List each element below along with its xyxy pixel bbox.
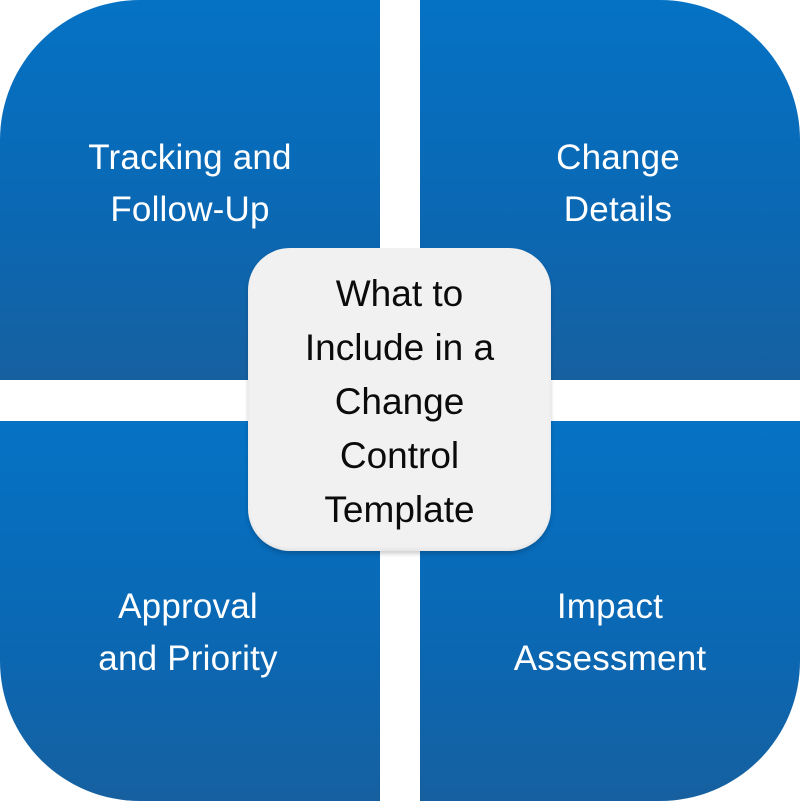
center-title-box: What to Include in a Change Control Temp… [248,248,551,551]
quadrant-tracking-and-follow-up: Tracking and Follow-Up [0,0,380,380]
quadrant-label: Change Details [556,138,680,229]
center-title: What to Include in a Change Control Temp… [304,272,495,530]
quadrant-label: Tracking and Follow-Up [88,138,292,229]
quadrant-label: Approval and Priority [98,587,278,678]
quadrant-label: Impact Assessment [513,587,707,678]
